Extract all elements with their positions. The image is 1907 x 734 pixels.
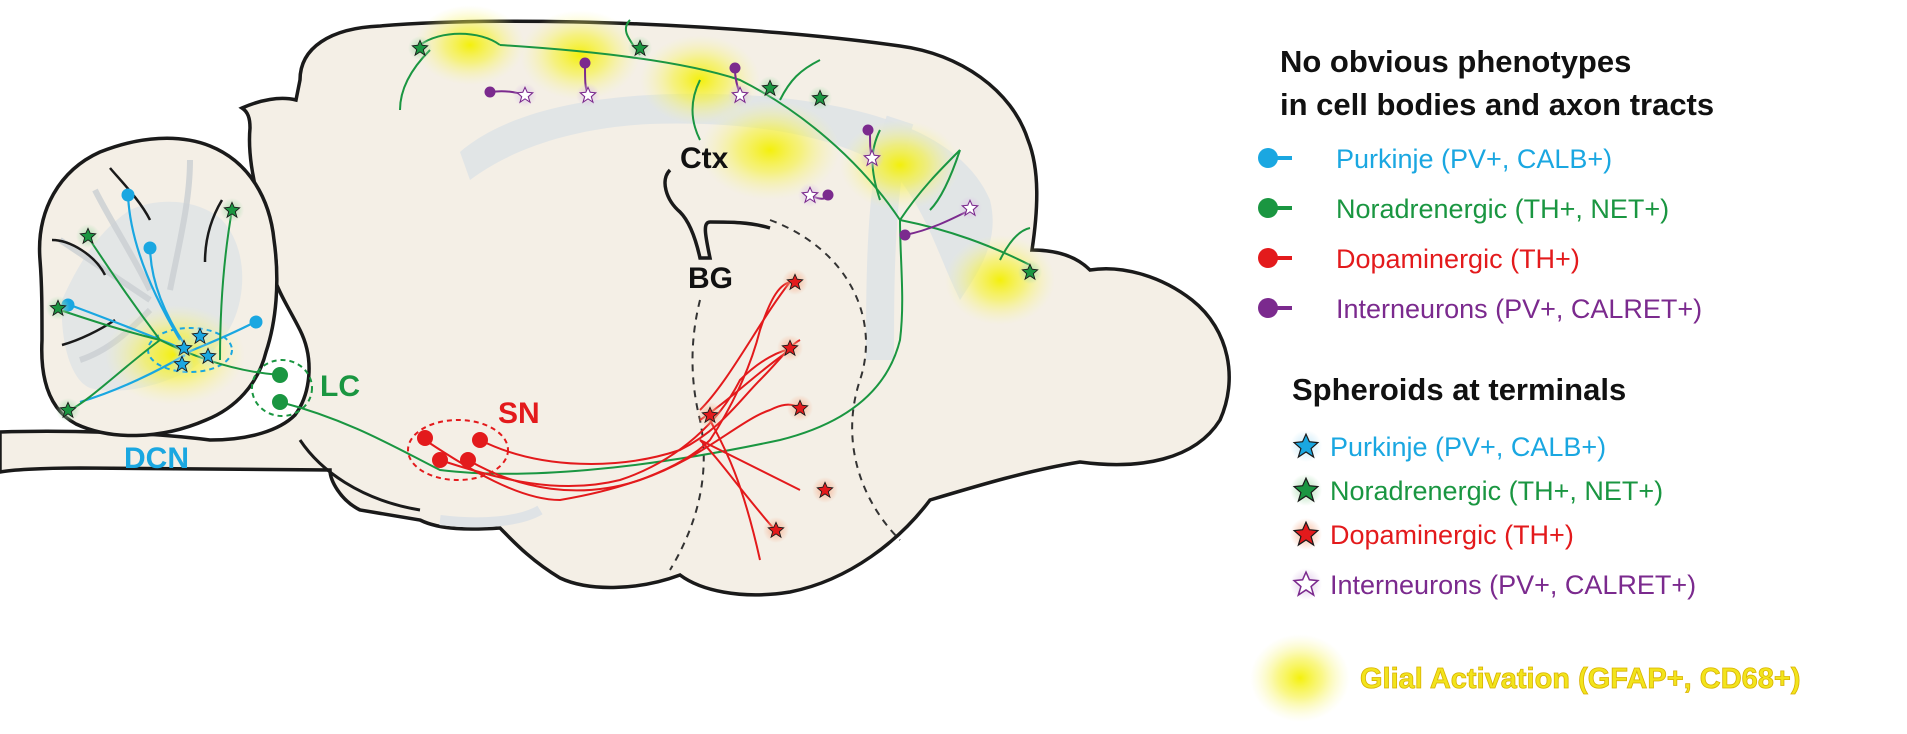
legend-heading-line1: No obvious phenotypes: [1280, 44, 1631, 79]
legend-noradrenergic-spheroid: Noradrenergic (TH+, NET+): [1290, 474, 1663, 506]
dopaminergic-spheroid: [697, 269, 838, 543]
legend-noradrenergic-neuron-label: Noradrenergic (TH+, NET+): [1336, 194, 1669, 224]
legend-noradrenergic-spheroid-label: Noradrenergic (TH+, NET+): [1330, 476, 1663, 506]
region-label-sn: SN: [498, 397, 540, 430]
bg-boundary-right: [769, 219, 901, 541]
legend-purkinje-spheroid-label: Purkinje (PV+, CALB+): [1330, 432, 1606, 462]
noradrenergic-spheroid: [46, 36, 1042, 422]
legend: No obvious phenotypes in cell bodies and…: [1250, 44, 1801, 722]
ventricle-outline: [663, 168, 771, 260]
star-icon: [1292, 520, 1320, 547]
star-icon: [1292, 476, 1320, 503]
legend-glial-label: Glial Activation (GFAP+, CD68+): [1360, 663, 1800, 695]
legend-dopaminergic-neuron-label: Dopaminergic (TH+): [1336, 244, 1580, 274]
legend-noradrenergic-neuron: Noradrenergic (TH+, NET+): [1258, 194, 1669, 224]
region-label-dcn: DCN: [124, 442, 189, 475]
region-label-bg: BG: [688, 262, 733, 295]
interneuron-spheroid: [513, 83, 982, 220]
legend-dopaminergic-neuron: Dopaminergic (TH+): [1258, 244, 1580, 274]
legend-purkinje-spheroid: Purkinje (PV+, CALB+): [1290, 430, 1606, 462]
star-icon: [1292, 432, 1320, 459]
legend-spheroid-heading: Spheroids at terminals: [1292, 372, 1626, 407]
dopaminergic-neurons: [407, 280, 801, 561]
legend-heading-line2: in cell bodies and axon tracts: [1280, 87, 1714, 122]
region-label-lc: LC: [320, 370, 360, 403]
region-label-ctx: Ctx: [680, 142, 729, 175]
legend-interneuron-spheroid: Interneurons (PV+, CALRET+): [1290, 568, 1696, 600]
purkinje-spheroid: [170, 324, 220, 376]
legend-interneuron-neuron-label: Interneurons (PV+, CALRET+): [1336, 294, 1702, 324]
glial-glow-icon: [1250, 634, 1350, 722]
legend-dopaminergic-spheroid: Dopaminergic (TH+): [1290, 518, 1574, 550]
legend-glial-activation: Glial Activation (GFAP+, CD68+): [1250, 634, 1801, 722]
legend-interneuron-neuron: Interneurons (PV+, CALRET+): [1258, 294, 1702, 324]
legend-dopaminergic-spheroid-label: Dopaminergic (TH+): [1330, 520, 1574, 550]
legend-purkinje-neuron-label: Purkinje (PV+, CALB+): [1336, 144, 1612, 174]
legend-interneuron-spheroid-label: Interneurons (PV+, CALRET+): [1330, 570, 1696, 600]
spheroid-stars: [46, 36, 1042, 543]
legend-purkinje-neuron: Purkinje (PV+, CALB+): [1258, 144, 1612, 174]
star-icon: [1292, 570, 1320, 597]
